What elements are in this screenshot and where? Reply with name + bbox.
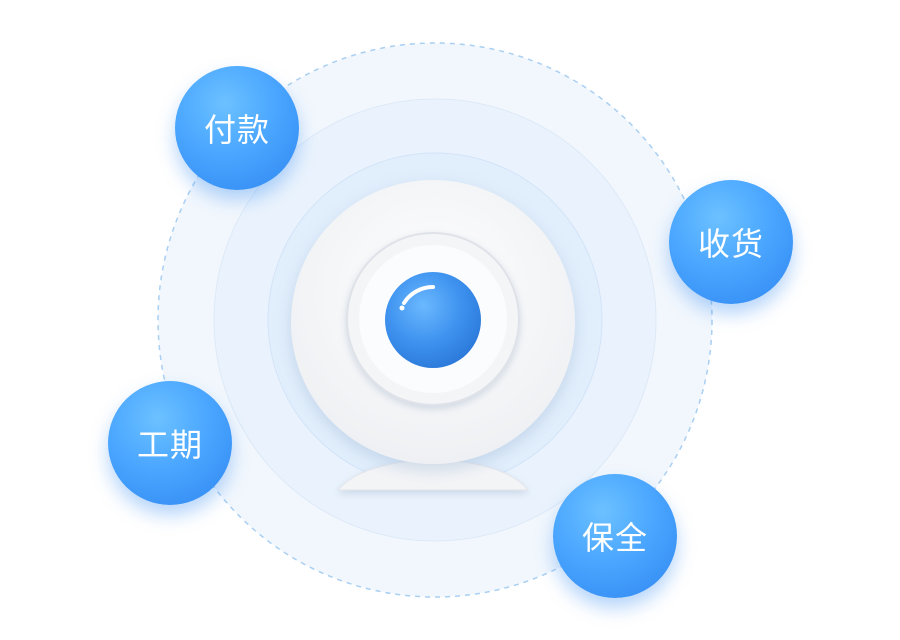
pay-bubble[interactable]: 付款	[175, 66, 299, 190]
period-label: 工期	[136, 426, 203, 464]
warranty-bubble[interactable]: 保全	[553, 474, 677, 598]
pay-label: 付款	[203, 111, 270, 149]
receive-bubble[interactable]: 收货	[669, 180, 793, 304]
lens-glint	[399, 305, 405, 311]
lens-highlight	[402, 284, 435, 305]
warranty-label: 保全	[581, 519, 648, 557]
receive-label: 收货	[697, 225, 764, 263]
period-bubble[interactable]: 工期	[108, 381, 232, 505]
